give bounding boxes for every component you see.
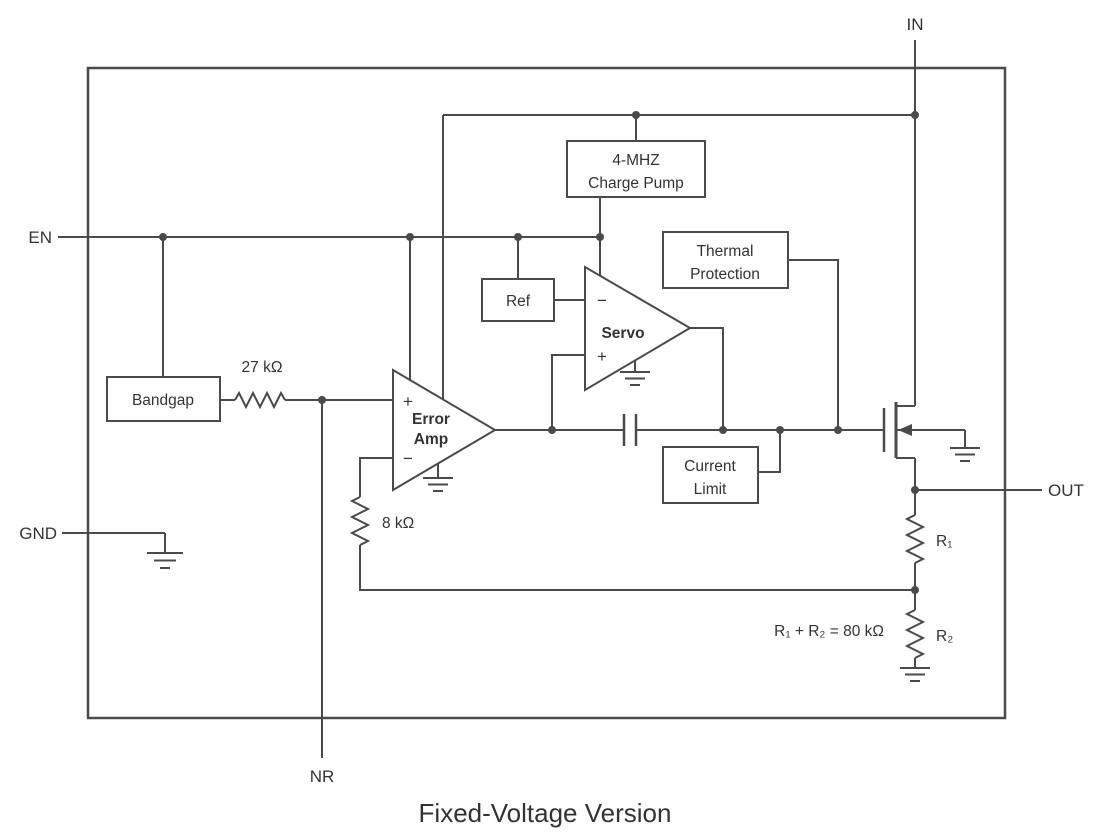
divider-note-label: R₁ + R₂ = 80 kΩ (774, 623, 884, 640)
junction-dot (834, 426, 842, 434)
junction-dot (514, 233, 522, 241)
resistor-r2 (904, 609, 926, 659)
thermal-label-line1: Thermal (697, 243, 754, 260)
series-capacitor (622, 414, 638, 446)
pass-mosfet (882, 402, 965, 459)
junction-dot (719, 426, 727, 434)
error-amp-plus-input-label: + (403, 392, 413, 411)
junction-dot (632, 111, 640, 119)
resistor-8k-label: 8 kΩ (382, 515, 414, 532)
resistor-27k-label: 27 kΩ (242, 359, 283, 376)
pin-label-in: IN (907, 15, 924, 34)
charge-pump-label-line1: 4-MHZ (612, 152, 659, 169)
resistor-r2-label: R₂ (936, 628, 953, 645)
current-limit-label-line1: Current (684, 458, 736, 475)
pin-label-nr: NR (310, 767, 335, 786)
junction-dot (318, 396, 326, 404)
thermal-protection-block (662, 231, 789, 289)
junction-dots (159, 111, 919, 594)
ground-r2 (900, 658, 930, 682)
ic-boundary (86, 66, 1007, 720)
wire-current-limit-to-gate (758, 430, 781, 473)
junction-dot (159, 233, 167, 241)
resistor-8k (349, 496, 371, 546)
charge-pump-block (566, 140, 706, 198)
error-amp-triangle (392, 368, 497, 492)
thermal-label-line2: Protection (690, 266, 760, 283)
ref-label: Ref (506, 293, 531, 310)
wire-feedback (359, 545, 915, 591)
wire-thermal-to-gate (788, 259, 839, 430)
error-amp-minus-input-label: − (403, 449, 413, 468)
bandgap-block (106, 376, 221, 422)
bandgap-label: Bandgap (132, 392, 194, 409)
junction-dot (596, 233, 604, 241)
resistor-27k (234, 390, 286, 410)
wire-servo-plus-tap (551, 354, 585, 430)
current-limit-label-line2: Limit (694, 481, 727, 498)
wire-servo-output (690, 327, 724, 430)
pin-label-en: EN (28, 228, 52, 247)
current-limit-block (662, 446, 759, 504)
ground-error-amp (423, 464, 453, 492)
servo-minus-input-label: − (597, 291, 607, 310)
ref-block (481, 278, 555, 322)
resistor-r1-label: R₁ (936, 533, 952, 550)
diagram-caption: Fixed-Voltage Version (419, 798, 672, 828)
resistors (234, 390, 926, 659)
mosfet-body-arrow-icon (898, 424, 912, 436)
ground-gnd-pin (147, 533, 183, 569)
junction-dot (776, 426, 784, 434)
pin-label-out: OUT (1048, 481, 1084, 500)
wires (58, 40, 1042, 758)
ground-servo (620, 361, 650, 386)
junction-dot (911, 486, 919, 494)
junction-dot (548, 426, 556, 434)
charge-pump-label-line2: Charge Pump (588, 175, 684, 192)
junction-dot (911, 586, 919, 594)
servo-amp-triangle (584, 265, 692, 392)
wire-feedback-to-error-amp-minus (359, 457, 393, 497)
junction-dot (911, 111, 919, 119)
error-amp-label-line2: Amp (414, 431, 448, 448)
junction-dot (406, 233, 414, 241)
servo-plus-input-label: + (597, 347, 607, 366)
error-amp-label-line1: Error (412, 411, 450, 428)
servo-label: Servo (601, 325, 644, 342)
resistor-r1 (904, 514, 926, 564)
pin-label-gnd: GND (19, 524, 57, 543)
ground-mosfet-body (950, 430, 980, 462)
